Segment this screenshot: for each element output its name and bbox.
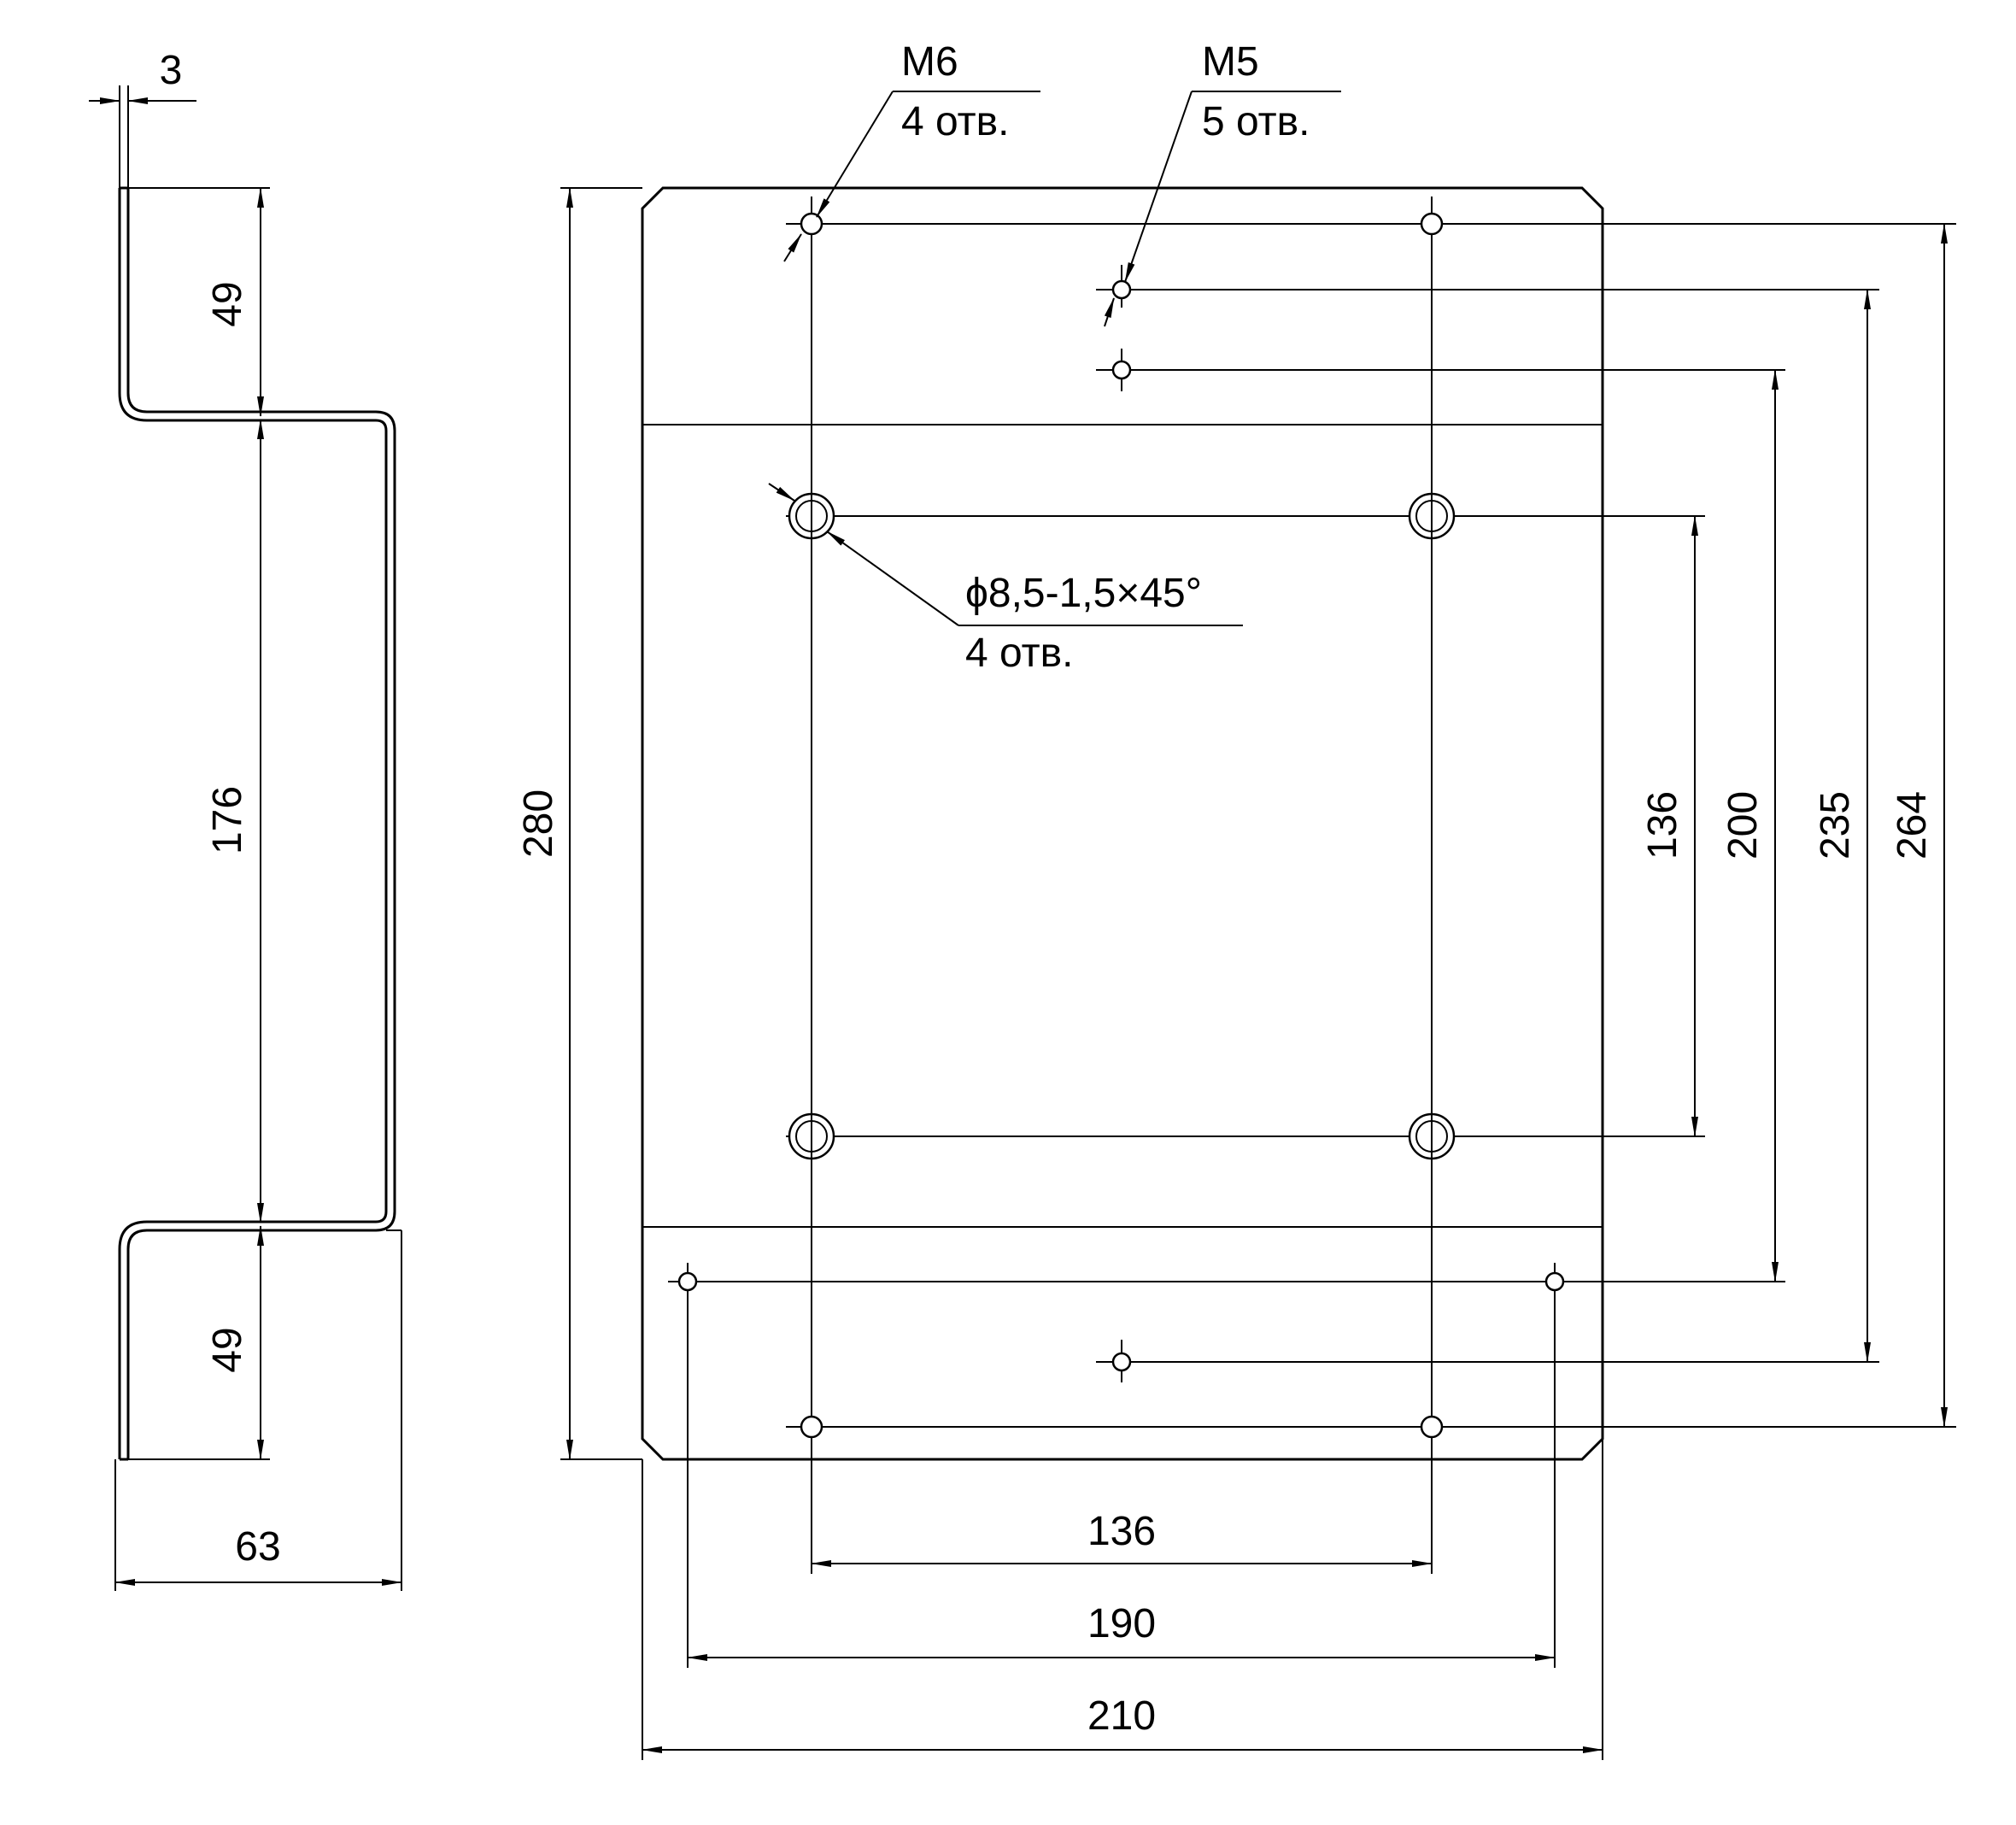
callout-large-hole: ϕ8,5-1,5×45° 4 отв. (768, 483, 1243, 676)
plan-view: M6 4 отв. M5 5 отв. ϕ8,5-1,5×45° 4 отв. … (516, 39, 1956, 1760)
dim-vertical-200: 200 (1720, 791, 1766, 860)
dim-overall-width: 210 (1087, 1693, 1156, 1739)
m5-hole (677, 1271, 698, 1292)
profile-inner-line (126, 188, 396, 1459)
callout-m6-count: 4 отв. (901, 99, 1010, 144)
dim-bottom-segment: 49 (205, 1327, 250, 1372)
dim-horizontal-136: 136 (1087, 1509, 1156, 1554)
dim-middle-segment: 176 (205, 786, 250, 854)
m5-hole (1111, 360, 1132, 380)
side-view: 3 49 176 49 63 (89, 48, 402, 1591)
dim-thickness: 3 (160, 48, 183, 93)
plate-outline (641, 186, 1604, 1461)
callout-large-hole-spec: ϕ8,5-1,5×45° (965, 571, 1202, 616)
m6-hole (800, 1415, 823, 1439)
dim-vertical-136: 136 (1640, 791, 1685, 860)
profile-outer-line (118, 188, 388, 1459)
callout-m5-thread: M5 (1202, 39, 1259, 85)
dim-top-segment: 49 (205, 281, 250, 326)
m6-hole (800, 212, 823, 236)
dim-horizontal-190: 190 (1087, 1601, 1156, 1646)
m5-hole (1111, 1352, 1132, 1372)
dim-overall-height: 280 (516, 789, 561, 858)
m6-hole (1420, 212, 1444, 236)
dim-vertical-264: 264 (1890, 791, 1935, 860)
callout-m6-thread: M6 (901, 39, 958, 85)
callout-large-hole-count: 4 отв. (965, 631, 1074, 676)
callout-m5-count: 5 отв. (1202, 99, 1310, 144)
m5-hole (1544, 1271, 1565, 1292)
callout-m5: M5 5 отв. (1104, 39, 1341, 327)
callout-m6: M6 4 отв. (783, 39, 1040, 262)
m5-hole (1111, 279, 1132, 300)
m6-hole (1420, 1415, 1444, 1439)
dim-vertical-235: 235 (1813, 791, 1858, 860)
dim-profile-width: 63 (235, 1524, 280, 1570)
